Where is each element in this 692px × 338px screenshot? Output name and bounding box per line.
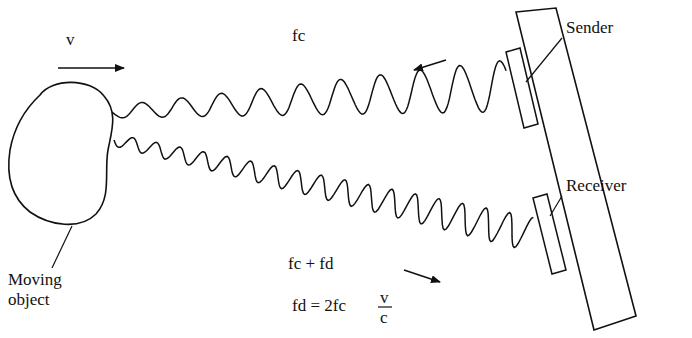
formula-label: v — [380, 288, 389, 308]
leader-line — [526, 38, 562, 82]
part-label: Sender — [566, 18, 613, 38]
leader-line — [52, 226, 72, 268]
part-label: Receiver — [566, 176, 626, 196]
velocity-arrow — [58, 67, 124, 69]
part-label: Moving object — [8, 270, 72, 309]
receiver-element — [533, 194, 566, 274]
emitted-wave — [112, 61, 506, 118]
sensor-panel — [516, 8, 636, 330]
direction-arrow — [414, 60, 446, 70]
velocity-label: v — [66, 30, 75, 50]
frequency-label: fc — [292, 26, 305, 46]
direction-arrow — [404, 270, 440, 282]
leader-line — [550, 196, 562, 216]
moving-object-blob — [9, 82, 113, 224]
formula-label: fd = 2fc — [292, 296, 346, 316]
sender-element — [506, 48, 538, 128]
frequency-label: fc + fd — [288, 254, 333, 274]
formula-label: c — [380, 308, 388, 328]
reflected-wave — [114, 138, 533, 248]
